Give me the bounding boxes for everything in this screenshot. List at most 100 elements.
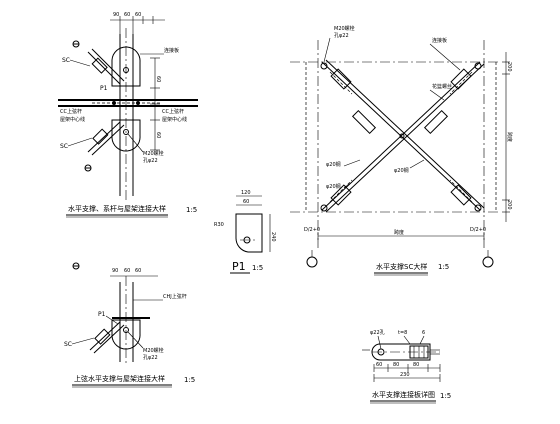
turnbuckle [423,109,449,135]
label-truss-right: 屋架中心线 [162,116,187,123]
bolt-hole [123,129,129,135]
label-cc: CHJ上弦杆 [163,293,187,300]
lower-diagonal [91,124,125,156]
radius-label: R30 [214,222,224,228]
label-hole-diam: 孔φ22 [143,157,158,164]
label-sc-upper: SC [62,57,70,64]
plate-outline [371,343,431,361]
leader [323,37,331,63]
label-weld: 6 [422,330,425,336]
label-p1: P1 [100,85,108,92]
label-top-tag: 连接板 [164,47,179,54]
corner-plate-tl [320,62,353,95]
label-cc-right: CC上弦杆 [162,108,184,115]
p1-detail: 120 60 240 R30 P1 1:5 [214,190,276,274]
dim-label: 240 [270,232,276,242]
p1-title: P1 [232,260,246,273]
detail-a: 90 60 60 60 60 SC SC [58,12,198,218]
diagonal-bar [93,324,125,354]
upper-diagonal [91,48,125,82]
p1-plate-outline [235,213,263,253]
bolt-mark [136,101,140,105]
bolt-mark [112,101,116,105]
label-bolt: M20螺栓 [143,150,164,157]
leader [343,181,353,189]
sc-plan-title: 水平支撑SC大样 [376,262,427,271]
lower-diagonal [87,121,121,153]
axis-bubble-right [482,256,494,268]
label-sc-lower: SC [60,143,68,150]
detail-a-scale: 1:5 [186,206,197,214]
dim-label: 跨度 [394,229,404,236]
detail-a-title: 水平支撑、系杆与屋架连接大样 [68,204,166,213]
leader [71,337,95,345]
label-sc: SC [64,341,72,348]
dim-label: 跨度 [506,132,513,142]
dim-label: 60 [155,132,161,138]
label-p1: P1 [98,311,106,318]
lower-gusset [111,119,141,152]
sc-plan: M20螺栓 孔φ22 连接板 花篮螺丝 φ20钢 φ20钢 φ20钢 200 跨… [290,25,513,276]
label-bolt: M20螺栓 [334,25,355,32]
plate-detail-scale: 1:5 [440,392,451,400]
label-plate: 连接板 [432,37,447,44]
sc-plan-scale: 1:5 [438,263,449,271]
corner-plate-br [449,179,482,212]
leader [127,133,144,153]
leader [419,335,425,345]
leader [403,335,411,345]
corner-plate-bl [320,179,353,212]
dim-label: 230 [400,372,410,378]
lower-turnbuckle [92,128,109,145]
axis-bubble-left [306,256,318,268]
gusset [111,319,141,350]
dim-label: 200 [506,62,512,72]
dim-label: 120 [241,190,251,196]
leader [343,159,361,167]
detail-b-title: 上弦水平支撑与屋架连接大样 [74,374,165,383]
leader [409,159,425,169]
upper-turnbuckle [91,57,108,74]
diagonal-b [321,61,481,211]
axis-left: D/2+0 [304,227,320,233]
corner-plate-tr [449,62,482,95]
leader [127,331,144,349]
plate-detail: φ22孔 t=8 6 60 80 80 230 水平支撑连接板详图 1:5 [362,329,451,404]
leader [105,315,119,325]
label-clamp: φ20钢 [394,167,409,174]
leader [429,43,461,71]
dim-label: 60 [376,362,382,368]
dim-label: 80 [393,362,399,368]
label-hole: φ22孔 [370,329,385,336]
dim-label: 90 [112,268,118,274]
diagonal-bar [89,321,121,351]
dim-label: 60 [124,268,130,274]
dim-label: 60 [135,268,141,274]
leader [67,137,93,147]
dim-label: 60 [155,76,161,82]
leader [429,89,445,101]
dim-label: 90 [113,12,119,18]
dim-label: 200 [506,200,512,210]
turnbuckle [351,109,377,135]
label-cc-left: CC上弦杆 [60,108,82,115]
diagonal-a [325,59,485,209]
cross-point [399,133,405,139]
upper-diagonal [87,51,121,85]
dim-label: 60 [243,199,249,205]
label-hole: 孔φ22 [334,32,349,39]
p1-scale: 1:5 [252,264,263,272]
axis-right: D/2+0 [470,227,486,233]
turnbuckle [94,328,111,345]
leader [377,335,382,350]
upper-gusset [111,46,141,87]
leader [69,59,91,67]
label-thickness: t=8 [398,330,407,336]
bolt-hole [123,327,129,333]
label-bolt: M20螺栓 [143,347,164,354]
label-rod: φ20钢 [326,161,341,168]
dim-label: 80 [413,362,419,368]
label-hole-diam: 孔φ22 [143,354,158,361]
